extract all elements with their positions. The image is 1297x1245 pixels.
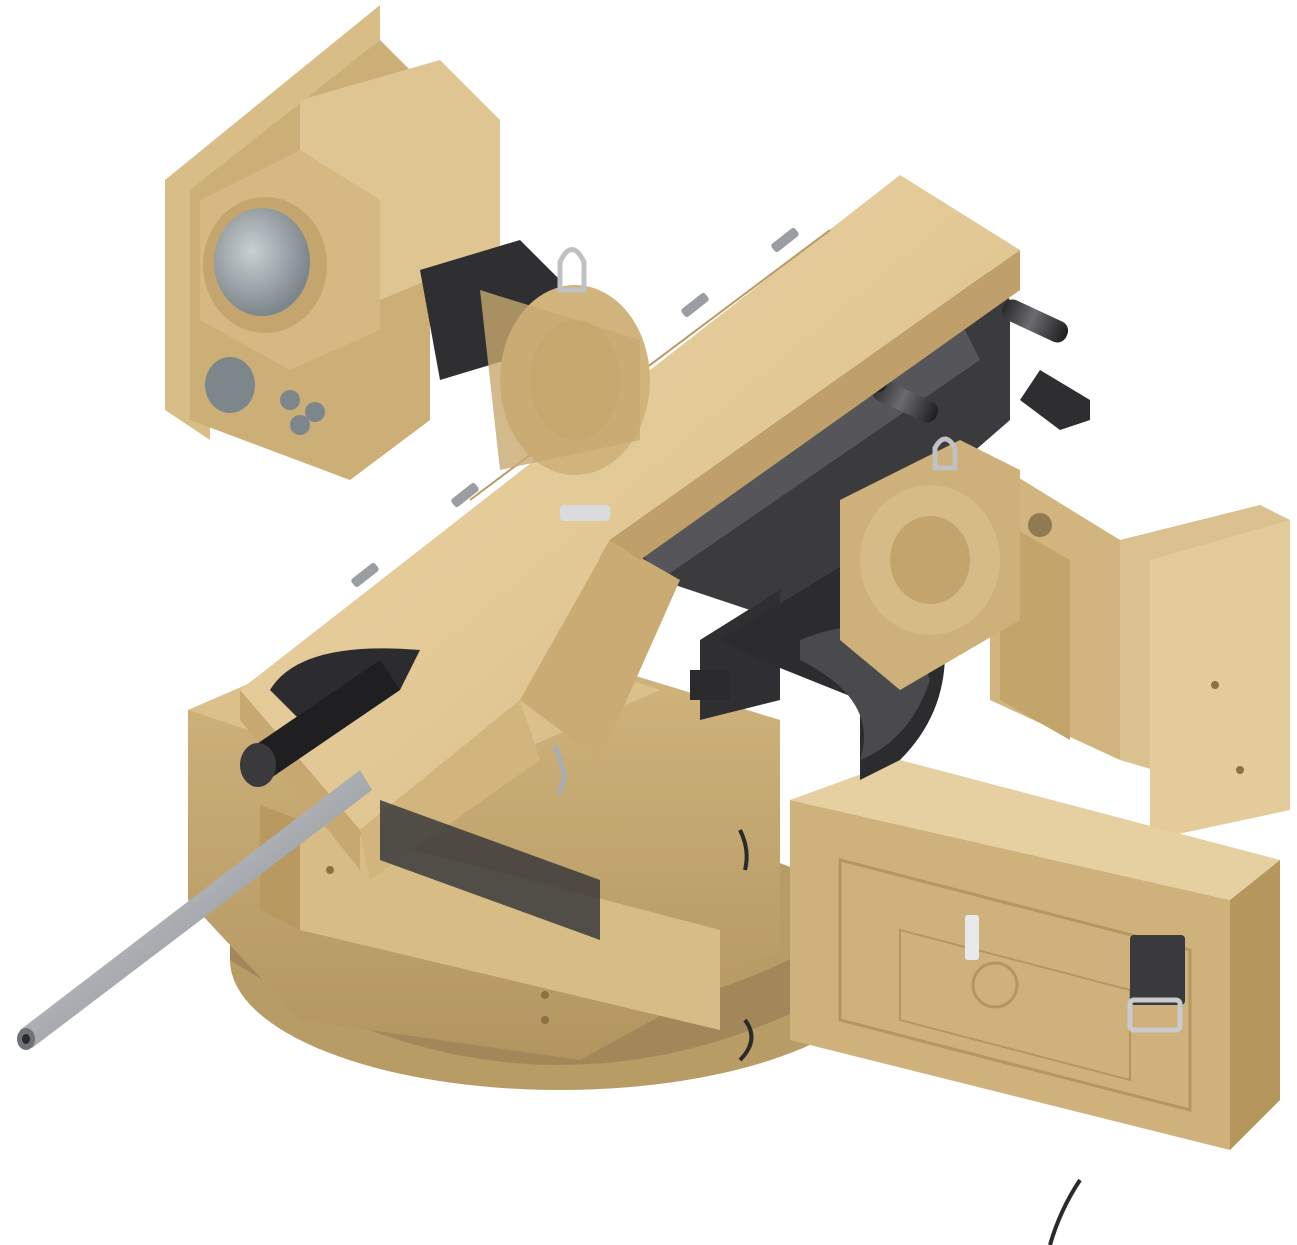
lens-icon xyxy=(290,415,310,435)
charging-handle-icon xyxy=(1020,370,1090,430)
lifting-eye-icon xyxy=(557,247,587,293)
lens-icon xyxy=(305,402,325,422)
spring-cylinder-icon xyxy=(871,379,939,423)
thermal-lens-icon xyxy=(214,208,310,316)
hinge-icon xyxy=(771,228,799,252)
bolt-icon xyxy=(541,991,549,999)
bolt-icon xyxy=(1211,681,1219,689)
spring-cylinder-icon xyxy=(1001,299,1069,343)
bolt-icon xyxy=(1236,766,1244,774)
ammunition-box xyxy=(790,760,1280,1245)
bolt-icon xyxy=(1028,513,1052,537)
cable-icon xyxy=(1048,1178,1082,1245)
cable-icon xyxy=(738,1018,754,1062)
clip-icon xyxy=(965,915,979,960)
lens-icon xyxy=(280,390,300,410)
bolt-icon xyxy=(541,1016,549,1024)
handle-icon xyxy=(1127,997,1183,1033)
lifting-eye-icon xyxy=(932,436,958,471)
bolt-icon xyxy=(326,866,334,874)
hinge-icon xyxy=(681,293,709,317)
cable-icon xyxy=(738,829,749,871)
gun-barrel xyxy=(17,660,400,1050)
optic-sight-assembly xyxy=(165,5,650,480)
latch-icon xyxy=(1130,935,1185,1005)
hinge-icon xyxy=(451,483,479,507)
lens-icon xyxy=(205,357,255,413)
right-trunnion xyxy=(840,436,1052,690)
pin-icon xyxy=(552,744,568,796)
clip-icon xyxy=(560,505,610,521)
lower-panel-details xyxy=(380,670,754,1062)
right-side-housing xyxy=(990,460,1290,840)
hinge-icon xyxy=(351,563,379,587)
